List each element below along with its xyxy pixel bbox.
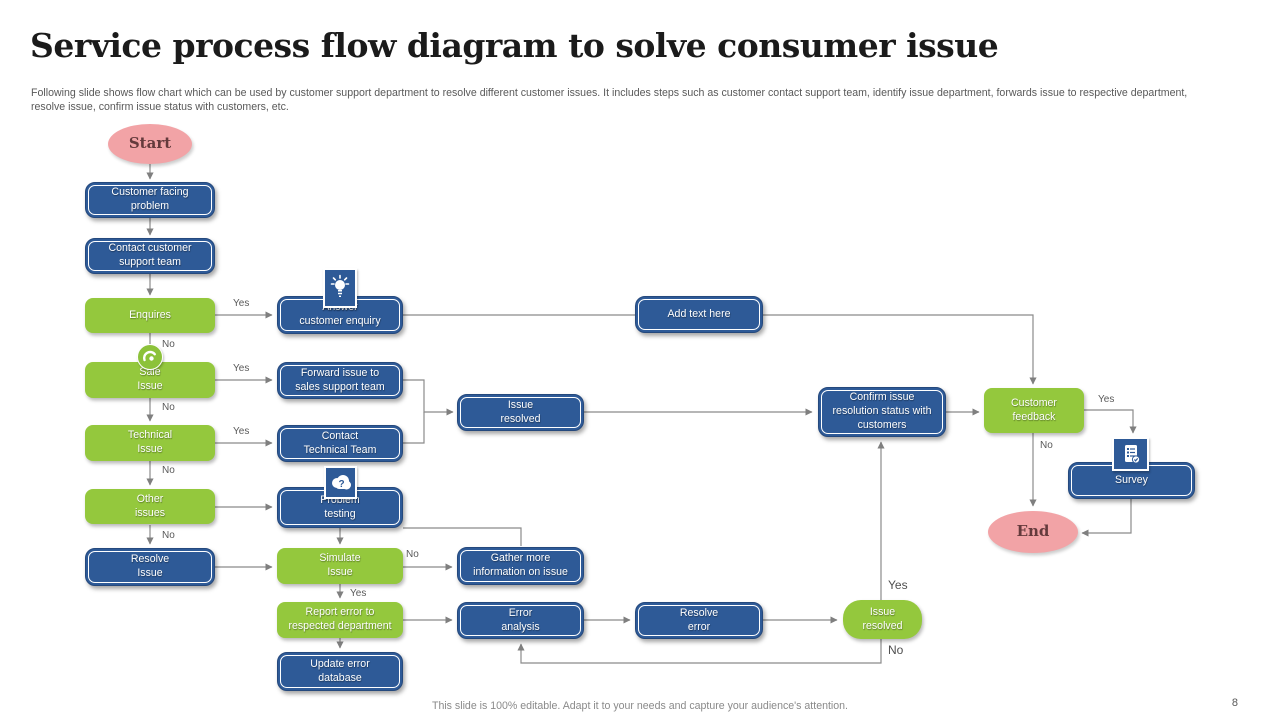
decision-simulate-issue: Simulate Issue: [277, 548, 403, 584]
decision-enquires: Enquires: [85, 298, 215, 333]
slide-footer-note: This slide is 100% editable. Adapt it to…: [431, 700, 849, 712]
edge-label-resolved-yes: Yes: [888, 578, 908, 592]
edge-label-sale-yes: Yes: [233, 363, 250, 374]
edge-label-enquires-no: No: [162, 339, 175, 350]
decision-technical-issue: Technical Issue: [85, 425, 215, 461]
step-add-text-here: Add text here: [635, 296, 763, 333]
edge-label-simulate-yes: Yes: [350, 588, 367, 599]
step-gather-more-information: Gather more information on issue: [457, 547, 584, 585]
step-report-error: Report error to respected department: [277, 602, 403, 638]
edge-label-technical-yes: Yes: [233, 426, 250, 437]
start-terminator: Start: [108, 124, 192, 164]
decision-other-issues: Other issues: [85, 489, 215, 524]
sale-swirl-icon: [137, 344, 163, 370]
page-number: 8: [1231, 697, 1238, 709]
edge-label-feedback-no: No: [1040, 440, 1053, 451]
end-terminator: End: [988, 511, 1078, 553]
slide-subtitle: Following slide shows flow chart which c…: [31, 87, 1188, 114]
step-resolve-error: Resolve error: [635, 602, 763, 639]
edge-label-technical-no: No: [162, 465, 175, 476]
lightbulb-icon: [323, 268, 357, 308]
survey-checklist-icon: [1112, 437, 1149, 471]
step-update-error-database: Update error database: [277, 652, 403, 691]
step-contact-technical-team: Contact Technical Team: [277, 425, 403, 462]
step-issue-resolved-mid: Issue resolved: [457, 394, 584, 431]
edge-label-other-no: No: [162, 530, 175, 541]
edge-label-simulate-no: No: [406, 549, 419, 560]
step-customer-facing-problem: Customer facing problem: [85, 182, 215, 218]
slide-title: Service process flow diagram to solve co…: [30, 26, 999, 65]
svg-text:?: ?: [338, 479, 344, 490]
step-contact-customer-support-team: Contact customer support team: [85, 238, 215, 274]
edge-label-enquires-yes: Yes: [233, 298, 250, 309]
edge-label-sale-no: No: [162, 402, 175, 413]
step-error-analysis: Error analysis: [457, 602, 584, 639]
edge-label-feedback-yes: Yes: [1098, 394, 1115, 405]
edge-label-resolved-no: No: [888, 643, 904, 657]
step-confirm-issue-status: Confirm issue resolution status with cus…: [818, 387, 946, 437]
decision-issue-resolved-end: Issue resolved: [843, 600, 922, 639]
decision-customer-feedback: Customer feedback: [984, 388, 1084, 433]
step-forward-issue-sales-team: Forward issue to sales support team: [277, 362, 403, 399]
step-resolve-issue: Resolve Issue: [85, 548, 215, 586]
brain-question-icon: ?: [324, 466, 357, 499]
